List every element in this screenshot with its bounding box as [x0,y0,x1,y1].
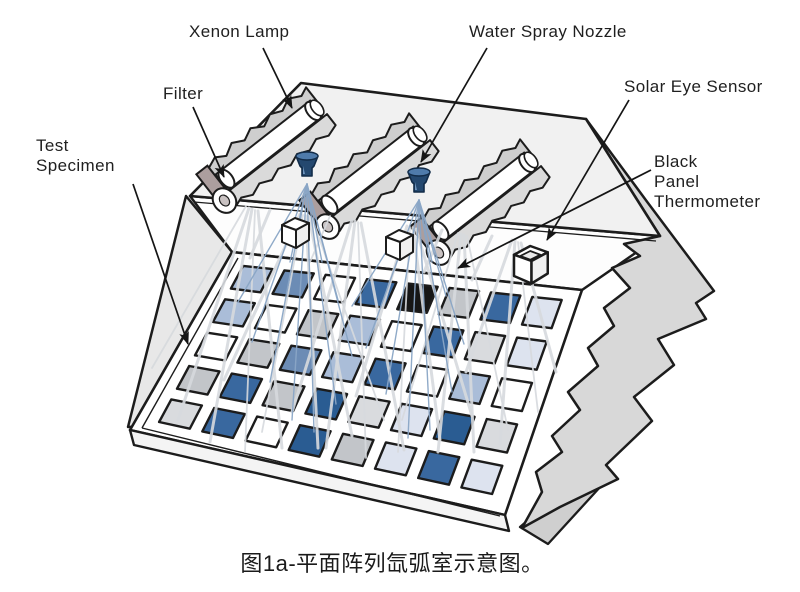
light-ray [462,233,476,454]
light-ray [176,206,251,422]
spray-line [418,199,453,393]
specimen-cell [417,449,461,486]
light-ray [411,226,442,442]
specimen-cell [460,458,504,496]
water-spray-nozzle-icon [407,167,431,193]
specimen-cell [520,295,563,330]
light-rays [151,205,558,459]
light-ray [304,214,320,450]
specimen-cell [330,432,375,468]
spray-line [237,183,308,303]
figure-caption: 图1a-平面阵列氙弧室示意图。 [240,551,544,576]
specimen-cell [354,278,398,309]
label-xenon-lamp: Xenon Lamp [189,22,290,41]
specimen-cell [505,336,548,371]
leader-xenon-lamp [262,47,293,109]
spray-line [365,199,420,349]
xenon-lamp-icon [194,86,337,214]
light-ray [357,221,367,459]
leader-water-spray-nozzle [420,47,488,163]
spray-line [306,183,337,405]
spray-line [407,199,420,439]
light-ray [248,208,272,260]
light-ray [401,232,459,421]
light-ray [470,234,494,282]
light-ray [208,207,254,444]
spray-line [251,183,308,343]
leader-filter [192,106,225,178]
spray-line [418,199,433,263]
spray-line [385,199,420,395]
light-ray [464,238,514,374]
xenon-lamp-icon [297,112,440,240]
light-ray [359,221,406,452]
label-filter: Filter [163,84,204,103]
specimen-cell [218,372,264,405]
light-ray [436,232,463,454]
leader-black-panel-thermometer [457,169,652,269]
light-ray [466,235,509,431]
spray-line [306,183,323,263]
label-water-spray-nozzle: Water Spray Nozzle [469,22,627,41]
light-ray [256,209,284,450]
specimen-cell [373,441,418,477]
spray-line [418,199,447,297]
light-ray [309,215,331,263]
irradiance-sensor-icon [385,229,414,261]
leader-lines [132,47,652,345]
light-ray [151,205,247,369]
specimen-cell [244,415,289,449]
light-ray [261,214,304,433]
specimen-cell [271,269,315,299]
leader-test-specimen [132,183,189,345]
label-black-panel-thermometer: Black Panel Thermometer [654,152,761,211]
label-test-specimen: Test Specimen [36,136,115,175]
light-ray [324,219,357,450]
water-spray-nozzle-icon [295,151,319,177]
label-solar-eye-sensor: Solar Eye Sensor [624,77,763,96]
light-ray [414,227,474,418]
spray-line [306,183,339,301]
specimen-cell [236,338,281,369]
specimen-cell [287,424,332,458]
light-ray [290,218,354,414]
spray-line [418,199,465,345]
solar-eye-sensor-icon [512,244,549,285]
irradiance-sensor-icon [281,217,310,249]
chamber-torn-right-wall [518,117,716,546]
spray-line [269,183,308,383]
xenon-lamp-icon [408,138,551,266]
spray-line [418,199,431,431]
specimen-cell [379,320,423,353]
light-ray [498,239,517,446]
